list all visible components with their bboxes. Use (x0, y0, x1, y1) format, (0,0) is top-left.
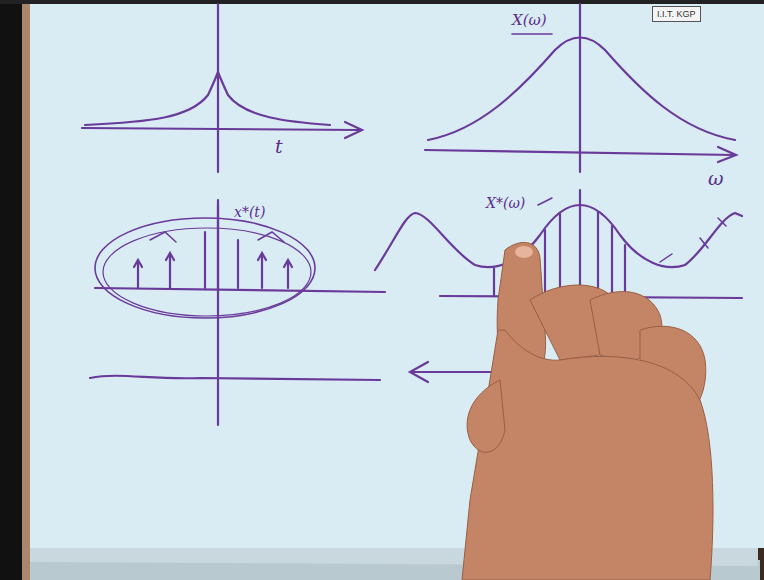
axis-label: t (275, 136, 283, 157)
logo-badge: I.I.T. KGP (652, 6, 701, 22)
sampled-signal-label: x*(t) (234, 205, 265, 220)
spectrum-label: X(ω) (512, 12, 547, 29)
sampled-spectrum-label: X*(ω) (486, 196, 525, 211)
axis-label: ω (708, 168, 724, 189)
badge-text: I.I.T. KGP (657, 9, 696, 19)
